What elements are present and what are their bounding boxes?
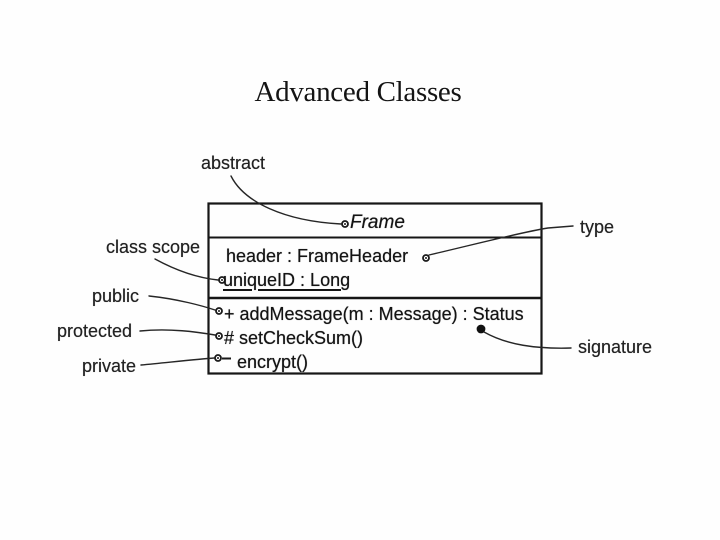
signature-leader-line (483, 331, 572, 349)
class-name: Frame (350, 212, 405, 233)
connector-dots (214, 220, 486, 362)
private-leader-line (140, 357, 215, 366)
operation-row-setchecksum: # setCheckSum() (224, 328, 364, 348)
operation-row-addmessage: + addMessage(m : Message) : Status (224, 304, 524, 324)
callout-label-private: private (82, 356, 137, 376)
private-connector-dot (214, 354, 231, 362)
public-connector-dot (215, 307, 223, 315)
protected-leader-line (139, 329, 216, 336)
callout-label-type: type (580, 217, 615, 237)
protected-connector-dot (215, 332, 223, 340)
callout-label-signature: signature (578, 337, 653, 357)
callout-label-protected: protected (57, 321, 133, 341)
class-scope-connector-dot (218, 276, 226, 284)
callout-label-class-scope: class scope (106, 237, 201, 257)
signature-connector-dot (476, 324, 486, 334)
callout-label-public: public (92, 286, 140, 306)
callout-label-abstract: abstract (201, 153, 266, 173)
abstract-connector-dot (341, 220, 349, 228)
type-connector-dot (422, 254, 430, 262)
uml-class-box-frame (207, 202, 543, 375)
public-leader-line (148, 295, 216, 311)
abstract-leader-line (230, 175, 342, 225)
attribute-row-uniqueid: uniqueID : Long (223, 270, 351, 290)
page-title: Advanced Classes (254, 76, 462, 108)
type-leader-line (428, 225, 574, 256)
operation-row-encrypt: encrypt() (237, 352, 309, 372)
attribute-row-header: header : FrameHeader (226, 246, 409, 266)
class-scope-leader-line (154, 258, 219, 281)
class-box-border (207, 202, 543, 375)
callout-lines (139, 175, 574, 366)
